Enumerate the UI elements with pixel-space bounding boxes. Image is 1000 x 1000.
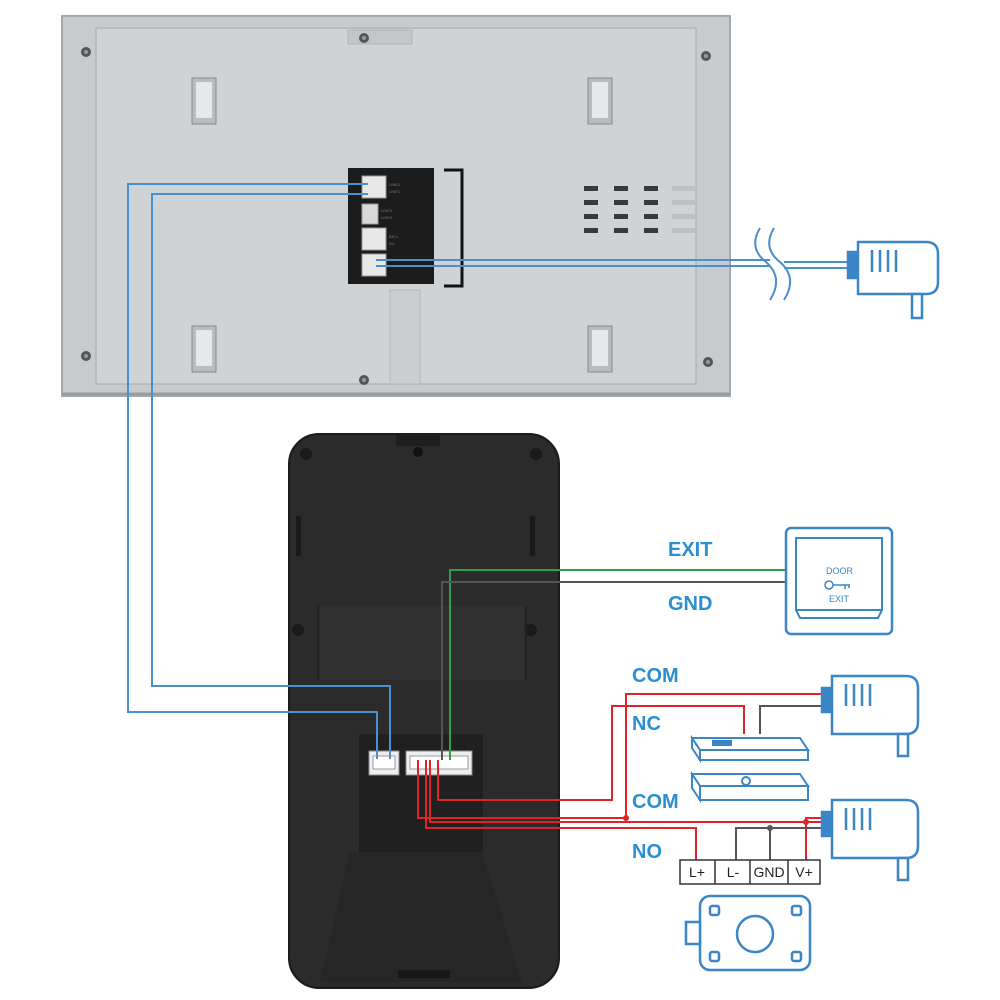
terminal-label-line2-a: LINE2	[381, 208, 393, 213]
line-wire-2	[151, 193, 391, 759]
terminal-label-dc: DC	[389, 241, 395, 246]
screw	[359, 375, 369, 385]
camera-connector-line	[368, 750, 400, 776]
mounting-slot	[191, 77, 217, 125]
terminal-label-line1-a: LINE1	[389, 182, 401, 187]
gnd-label: GND	[668, 593, 712, 615]
exit-wire	[449, 569, 786, 760]
screw	[701, 51, 711, 61]
power-adapter-icon	[820, 674, 920, 758]
screw	[81, 351, 91, 361]
speaker-grille	[584, 186, 696, 233]
nc-label: NC	[632, 713, 661, 735]
outdoor-camera	[288, 433, 560, 989]
screw	[703, 357, 713, 367]
screw	[359, 33, 369, 43]
com-bottom-label: COM	[632, 791, 679, 813]
lock-terminal-block: L+ L- GND V+	[679, 859, 821, 885]
monitor-terminal-panel: LINE1 LINE1 LINE2 LINE2 BELL DC	[348, 168, 464, 288]
electric-lock-icon	[684, 894, 812, 972]
mounting-slot	[587, 77, 613, 125]
power-adapter-icon	[846, 240, 940, 320]
lock-terminal-l-plus: L+	[689, 864, 705, 880]
mounting-slot	[587, 325, 613, 373]
wire-labels: EXIT GND COM NC COM NO	[632, 539, 712, 863]
com-top-label: COM	[632, 665, 679, 687]
nc-wire	[437, 705, 745, 801]
terminal-label-bell: BELL	[389, 234, 400, 239]
wires	[127, 183, 848, 860]
com-bottom-wire	[425, 760, 697, 860]
adapter1-gnd-wire	[759, 705, 822, 734]
screw	[81, 47, 91, 57]
line-wire-1	[127, 183, 378, 759]
lock-gnd-wire	[735, 827, 822, 860]
exit-gnd-wire	[441, 581, 786, 760]
terminal-label-line2-b: LINE2	[381, 215, 393, 220]
wire-break-icon	[754, 227, 791, 301]
magnetic-lock-icon	[690, 734, 810, 804]
lock-terminal-v-plus: V+	[795, 864, 813, 880]
v-plus-wire	[805, 817, 822, 860]
mounting-slot	[191, 325, 217, 373]
wire-junctions	[623, 815, 809, 831]
power-adapter-icon	[820, 798, 920, 882]
exit-button-line2: EXIT	[829, 594, 850, 604]
no-label: NO	[632, 841, 662, 863]
lock-terminal-l-minus: L-	[727, 864, 740, 880]
indoor-monitor: LINE1 LINE1 LINE2 LINE2 BELL DC	[61, 15, 731, 397]
exit-button-line1: DOOR	[826, 566, 854, 576]
no-wire	[429, 760, 822, 823]
exit-button: DOOR EXIT	[784, 526, 894, 636]
terminal-label-line1-b: LINE1	[389, 189, 401, 194]
lock-terminal-gnd: GND	[753, 864, 784, 880]
exit-label: EXIT	[668, 539, 712, 561]
key-icon	[824, 580, 850, 590]
